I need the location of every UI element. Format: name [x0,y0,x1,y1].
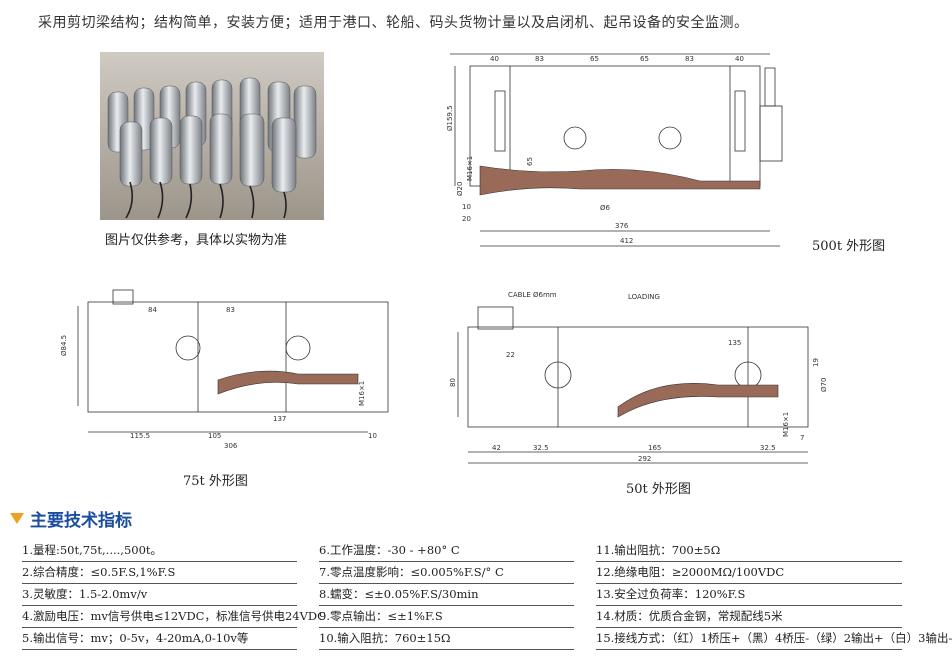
spec-item: 9.零点输出：≤±1%F.S [319,606,574,628]
dim-50-22: 22 [506,351,515,359]
dim-500-phi: Ø159.5 [446,105,454,131]
dim-75-1155: 115.5 [130,432,150,440]
dim-500-10: 10 [462,203,471,211]
spec-item: 8.蠕变：≤±0.05%F.S/30min [319,584,574,606]
spec-item: 4.激励电压：mv信号供电≤12VDC，标准信号供电24VDC [22,606,326,628]
spec-item: 5.输出信号：mv；0-5v，4-20mA,0-10v等 [22,628,297,650]
dim-500-40: 40 [490,55,499,63]
intro-text: 采用剪切梁结构；结构简单，安装方便；适用于港口、轮船、码头货物计量以及启闭机、起… [38,15,749,31]
dim-500-65a: 65 [590,55,599,63]
specs-row: 4.激励电压：mv信号供电≤12VDC，标准信号供电24VDC 9.零点输出：≤… [22,606,902,628]
spec-item: 1.量程:50t,75t,....,500t。 [22,540,297,562]
dim-50-m16: M16×1 [782,412,790,437]
specs-row: 5.输出信号：mv；0-5v，4-20mA,0-10v等 10.输入阻抗：760… [22,628,952,650]
dim-50-loading: LOADING [628,293,660,301]
dim-500-412: 412 [620,237,633,245]
product-photo [100,52,324,220]
drawing-500t: 40 83 65 65 83 40 Ø159.5 M16×1 65 Ø20 10… [446,53,783,247]
spec-item: 7.零点温度影响：≤0.005%F.S/° C [319,562,574,584]
dim-50-292: 292 [638,455,651,463]
dim-500-83b: 83 [685,55,694,63]
dim-50-19: 19 [812,358,820,367]
drawing-50t: CABLE Ø6mm LOADING 22 135 80 19 Ø70 M16×… [449,291,828,464]
spec-item: 12.绝缘电阻：≥2000MΩ/100VDC [596,562,902,584]
dim-50-325b: 32.5 [760,444,776,452]
dim-75-m16: M16×1 [358,381,366,406]
dim-50-165: 165 [648,444,661,452]
caption-500t: 500t 外形图 [812,239,886,254]
spec-item: 14.材质：优质合金钢，常规配线5米 [596,606,902,628]
dim-50-cable: CABLE Ø6mm [508,291,557,299]
dim-50-80: 80 [449,378,457,387]
dim-75-83: 83 [226,306,235,314]
section-title: 主要技术指标 [10,506,132,531]
specs-table: 1.量程:50t,75t,....,500t。 6.工作温度：-30 - +80… [22,540,952,650]
specs-row: 3.灵敏度：1.5-2.0mv/v 8.蠕变：≤±0.05%F.S/30min … [22,584,902,606]
dim-75-84: 84 [148,306,157,314]
spec-item: 6.工作温度：-30 - +80° C [319,540,574,562]
dim-50-470: Ø70 [820,378,828,392]
photo-caption: 图片仅供参考，具体以实物为准 [105,233,288,248]
dim-75-10: 10 [368,432,377,440]
dim-75-306: 306 [224,442,238,450]
spec-item: 15.接线方式：（红）1桥压+（黑）4桥压-（绿）2输出+（白）3输出- [596,628,952,650]
triangle-bullet-icon [10,513,24,524]
dim-500-65: 65 [526,157,534,166]
dim-500-06: Ø6 [600,204,611,212]
dim-500-20a: Ø20 [456,182,464,196]
dim-75-137: 137 [273,415,286,423]
dim-50-325a: 32.5 [533,444,549,452]
spec-item: 11.输出阻抗：700±5Ω [596,540,902,562]
dim-500-20: 20 [462,215,471,223]
dim-500-376: 376 [615,222,629,230]
dim-75-105: 105 [208,432,221,440]
spec-item: 2.综合精度：≤0.5F.S,1%F.S [22,562,297,584]
dim-50-42: 42 [492,444,501,452]
spec-item: 3.灵敏度：1.5-2.0mv/v [22,584,297,606]
dim-500-65b: 65 [640,55,649,63]
dim-50-135: 135 [728,339,741,347]
drawing-75t: Ø84.5 84 83 137 115.5 105 10 306 M16×1 [60,289,389,450]
dim-75-phi: Ø84.5 [60,335,68,356]
caption-50t: 50t 外形图 [626,482,691,497]
dim-500-m16: M16×1 [466,156,474,181]
dim-50-7: 7 [800,434,804,442]
spec-item: 13.安全过负荷率：120%F.S [596,584,902,606]
specs-row: 1.量程:50t,75t,....,500t。 6.工作温度：-30 - +80… [22,540,902,562]
caption-75t: 75t 外形图 [183,474,248,489]
dim-500-40b: 40 [735,55,744,63]
specs-row: 2.综合精度：≤0.5F.S,1%F.S 7.零点温度影响：≤0.005%F.S… [22,562,902,584]
dim-500-83a: 83 [535,55,544,63]
spec-item: 10.输入阻抗：760±15Ω [319,628,574,650]
section-title-text: 主要技术指标 [30,511,132,531]
